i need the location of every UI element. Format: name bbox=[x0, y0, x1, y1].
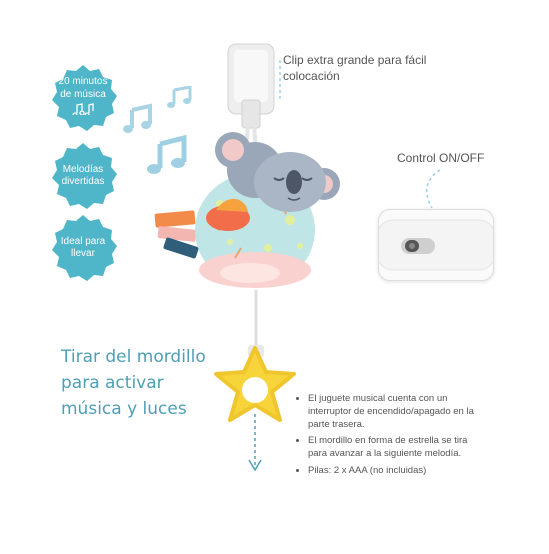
control-pointer-line bbox=[426, 169, 441, 209]
on-off-switch-closeup bbox=[378, 209, 494, 281]
star-teether-illustration bbox=[214, 290, 296, 472]
headline-line-1: Tirar del mordillo bbox=[61, 347, 206, 367]
badge-20-minutos: 20 minutos de música bbox=[48, 63, 118, 133]
pull-instruction-headline: Tirar del mordillo para activar música y… bbox=[61, 344, 206, 422]
control-caption: Control ON/OFF bbox=[397, 151, 485, 165]
badge-ideal: Ideal para llevar bbox=[48, 213, 118, 283]
bullet-item: El juguete musical cuenta con un interru… bbox=[308, 392, 488, 431]
headline-line-3: música y luces bbox=[61, 399, 187, 419]
bullet-item: El mordillo en forma de estrella se tira… bbox=[308, 434, 488, 460]
music-notes-decoration-icon bbox=[123, 86, 192, 174]
badge-shape bbox=[52, 215, 117, 281]
feature-bullet-list: El juguete musical cuenta con un interru… bbox=[298, 392, 488, 480]
badge-shape bbox=[52, 65, 117, 131]
badge-text: Ideal para llevar bbox=[60, 235, 106, 260]
musical-toy-illustration bbox=[154, 132, 340, 288]
badge-shape bbox=[52, 143, 117, 209]
bullet-item: Pilas: 2 x AAA (no incluidas) bbox=[308, 464, 488, 477]
headline-line-2: para activar bbox=[61, 373, 164, 393]
clip-illustration bbox=[227, 43, 281, 173]
badge-melodias: Melodías divertidas bbox=[48, 141, 118, 211]
music-notes-icon bbox=[72, 103, 94, 118]
switch-icon bbox=[379, 219, 493, 271]
badge-text: Melodías divertidas bbox=[61, 163, 105, 188]
badge-text: 20 minutos de música bbox=[58, 76, 108, 100]
clip-caption: Clip extra grande para fácil colocación bbox=[283, 53, 427, 84]
